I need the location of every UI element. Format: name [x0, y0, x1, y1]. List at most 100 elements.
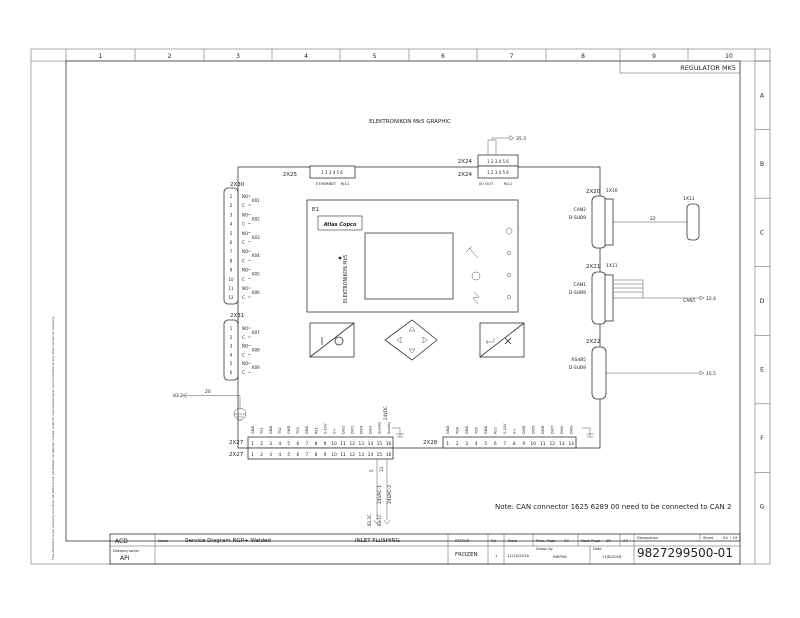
prev-page-label: Prev. Page	[536, 538, 556, 543]
terminal-pin: 2	[456, 441, 459, 447]
next-page: 05	[606, 538, 611, 543]
supply-wires	[376, 459, 388, 520]
indicator-3	[506, 272, 512, 278]
x20-sub-id: 1X10	[606, 188, 618, 194]
terminal-pin: 13	[559, 441, 565, 447]
column-number: 2	[168, 53, 172, 60]
terminal-label: TS5	[475, 427, 479, 435]
relay-signal: NO	[242, 268, 248, 273]
can1-cable	[613, 283, 700, 299]
x28-shield-icon	[582, 427, 594, 438]
column-number: 10	[725, 53, 733, 60]
x25-label: ETHERNET	[316, 181, 337, 186]
terminal-pin: 4	[278, 441, 281, 447]
terminal-label: V+	[513, 429, 517, 434]
terminal-label: 0-10V	[323, 423, 327, 434]
terminal-label: DI06	[522, 425, 526, 434]
terminal-label: DI05	[532, 426, 536, 434]
relay-pin: 1	[230, 326, 233, 331]
brand-logo: Atlas Copco	[323, 222, 357, 228]
ground-wire-number: 20	[205, 389, 211, 395]
terminal-label: TS1	[260, 427, 264, 435]
relay-signal: NO	[242, 231, 248, 236]
x24b-connector	[477, 165, 519, 179]
drawing-owner: API	[120, 555, 130, 562]
relay-pin: 7	[230, 249, 233, 254]
supply-ref-1: 82.3C	[367, 514, 372, 526]
terminal-label: 0-10V	[503, 423, 507, 434]
outer-frame	[30, 48, 771, 565]
drawing-name: Service Diagram NGP+ Welded	[185, 538, 271, 544]
relay-signal: C	[242, 370, 245, 375]
x24-ref: 35.3	[516, 136, 526, 142]
terminal-label: DI04	[360, 425, 364, 434]
terminal-label: TS2	[278, 427, 282, 435]
terminal-pin: 4	[475, 441, 478, 447]
x28-id: 2X28	[423, 440, 438, 446]
gauge-icon	[471, 271, 481, 281]
arrow-keys	[396, 326, 428, 354]
x21-plug	[604, 274, 614, 322]
terminal-pin: 10	[331, 441, 337, 447]
relay-pin: 5	[230, 231, 233, 236]
date-value-1: 11/10/2016	[507, 553, 529, 558]
row-letter: B	[760, 161, 764, 168]
x21-connector	[591, 271, 607, 325]
terminal-pin: 4	[278, 452, 281, 458]
row-letter: A	[760, 92, 765, 99]
x30-id: 2X30	[230, 182, 245, 188]
x20-plug	[604, 198, 614, 246]
terminal-pin: 6	[296, 441, 299, 447]
terminal-pin: 1	[251, 441, 254, 447]
terminal-pin: 5	[287, 441, 290, 447]
x24b-id: 2X24	[458, 172, 473, 178]
date-label: Date	[508, 538, 518, 543]
x24a-pins: 1 2 3 4 5 6	[487, 159, 509, 164]
terminal-label: DI03	[369, 426, 373, 434]
x21-id: 2X21	[586, 264, 600, 270]
header-title-box	[619, 60, 741, 74]
relay-pin: 6	[230, 370, 233, 375]
designation-label: Designation	[637, 536, 658, 540]
start-stop-key	[309, 322, 355, 358]
x21-ref: 12.4	[706, 296, 716, 302]
can-note: Note: CAN connector 1625 6289 00 need to…	[495, 503, 731, 511]
relay-id: K04	[252, 253, 260, 258]
relay-pin: 2	[230, 335, 233, 340]
row-letter: G	[760, 504, 765, 511]
company: ACD	[115, 538, 128, 545]
supply-arrows	[373, 519, 391, 525]
terminal-label: V+	[332, 429, 336, 434]
status-led	[505, 227, 513, 235]
terminal-pin: 5	[484, 441, 487, 447]
header-title: REGULATOR MK5	[680, 64, 736, 72]
x22-label2: D-SUB9	[569, 365, 586, 371]
x22-connector	[591, 346, 607, 400]
relay-pin: 1	[230, 194, 233, 199]
relay-signal: NO	[242, 326, 248, 331]
terminal-pin: 11	[340, 441, 346, 447]
terminal-pin: 9	[324, 452, 327, 458]
device-name: ELEKTRONIKON Mk5	[343, 255, 349, 303]
terminal-pin: 10	[331, 452, 337, 458]
terminal-pin: 12	[550, 441, 556, 447]
relay-id: K02	[252, 216, 260, 221]
terminal-pin: 5	[287, 452, 290, 458]
stop-icon	[334, 336, 344, 346]
relay-pin: 12	[228, 295, 234, 300]
terminal-pin: 13	[359, 452, 365, 458]
column-number: 7	[510, 53, 514, 60]
relay-signal: NO	[242, 194, 248, 199]
terminal-pin: 11	[340, 452, 346, 458]
terminal-label: GND	[446, 426, 450, 434]
indicator-4	[506, 294, 512, 300]
x24-ref-arrow	[509, 135, 515, 141]
format: A3	[623, 538, 629, 543]
